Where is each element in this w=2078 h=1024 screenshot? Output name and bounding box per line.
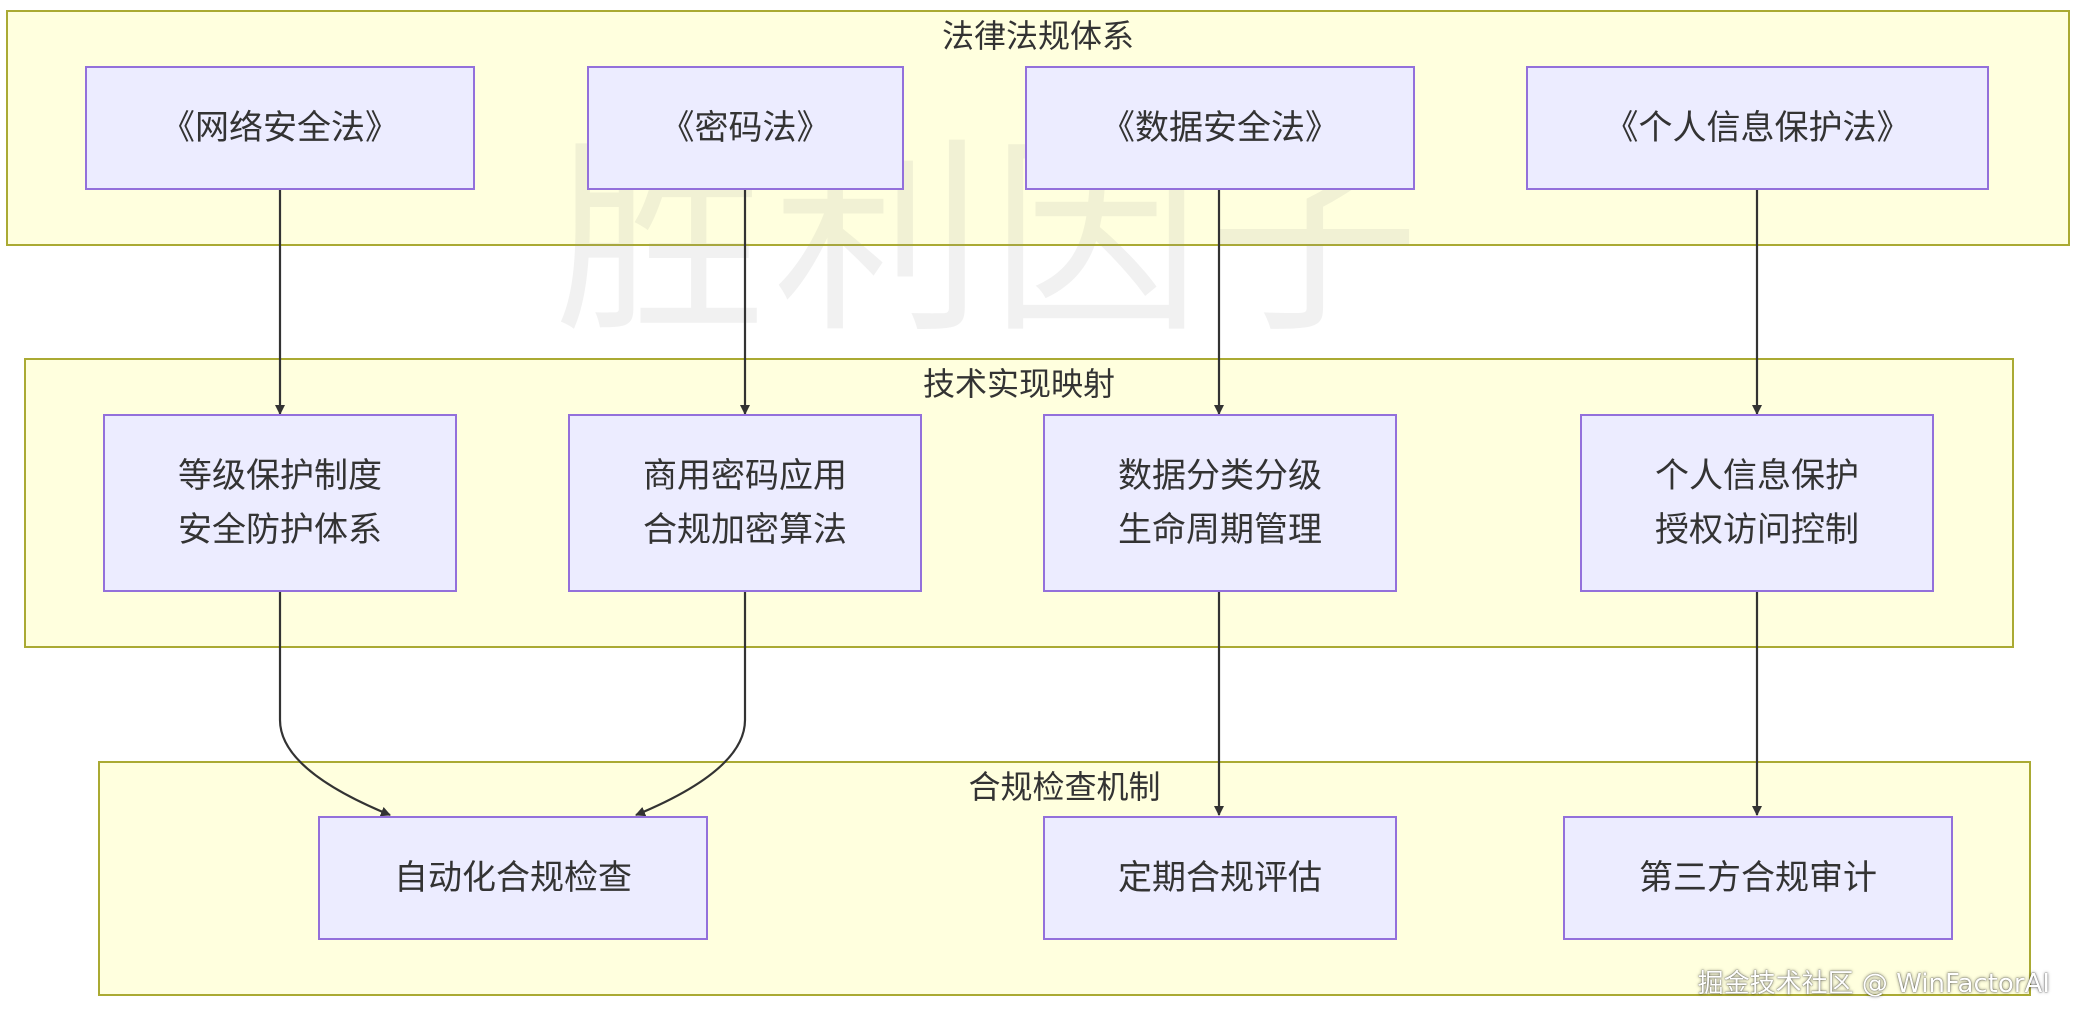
node-label: 自动化合规检查: [394, 858, 632, 898]
node-personal-info-protection: 个人信息保护 授权访问控制: [1580, 414, 1934, 592]
node-label-line-1: 等级保护制度: [178, 456, 382, 496]
node-label-line-2: 授权访问控制: [1655, 510, 1859, 550]
node-label-line-1: 商用密码应用: [643, 456, 847, 496]
node-label-line-2: 合规加密算法: [643, 510, 847, 550]
node-label: 《网络安全法》: [161, 108, 399, 148]
node-periodic-assessment: 定期合规评估: [1043, 816, 1397, 940]
node-label: 《个人信息保护法》: [1604, 108, 1911, 148]
node-cybersecurity-law: 《网络安全法》: [85, 66, 475, 190]
node-label-line-1: 个人信息保护: [1655, 456, 1859, 496]
node-third-party-audit: 第三方合规审计: [1563, 816, 1953, 940]
node-label: 第三方合规审计: [1639, 858, 1877, 898]
node-classified-protection: 等级保护制度 安全防护体系: [103, 414, 457, 592]
node-label: 《数据安全法》: [1101, 108, 1339, 148]
node-label-line-2: 生命周期管理: [1118, 510, 1322, 550]
credit-watermark: 掘金技术社区 @ WinFactorAI: [1697, 969, 2050, 999]
node-data-security-law: 《数据安全法》: [1025, 66, 1415, 190]
node-data-classification: 数据分类分级 生命周期管理: [1043, 414, 1397, 592]
node-commercial-crypto: 商用密码应用 合规加密算法: [568, 414, 922, 592]
cluster-title: 法律法规体系: [941, 17, 1134, 55]
node-label-line-1: 数据分类分级: [1118, 456, 1322, 496]
node-cryptography-law: 《密码法》: [587, 66, 904, 190]
node-personal-info-law: 《个人信息保护法》: [1526, 66, 1989, 190]
cluster-title: 合规检查机制: [968, 768, 1161, 806]
node-label-line-2: 安全防护体系: [178, 510, 382, 550]
node-label: 《密码法》: [660, 108, 831, 148]
cluster-title: 技术实现映射: [922, 365, 1115, 403]
node-label: 定期合规评估: [1118, 858, 1322, 898]
node-automated-check: 自动化合规检查: [318, 816, 708, 940]
